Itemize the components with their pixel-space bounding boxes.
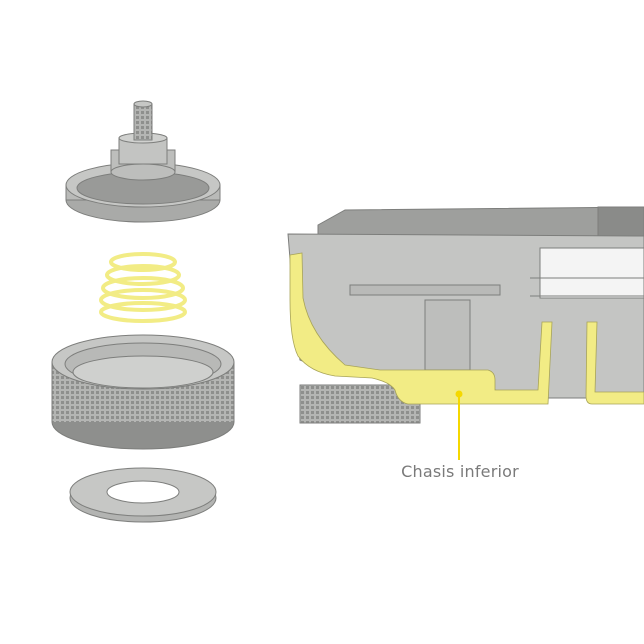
washer — [69, 467, 217, 523]
device-cross-section — [287, 206, 644, 424]
lower-chassis-highlight — [289, 252, 644, 405]
callout-anchor-dot — [455, 390, 463, 398]
spring — [99, 252, 187, 323]
cap-with-screw — [65, 100, 221, 223]
callout-label-lower-chassis: Chasis inferior — [401, 462, 519, 481]
knurled-ring — [51, 334, 235, 450]
